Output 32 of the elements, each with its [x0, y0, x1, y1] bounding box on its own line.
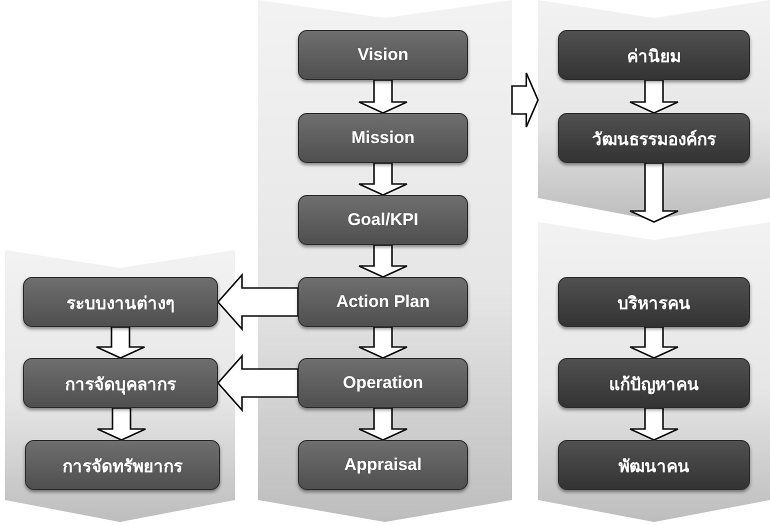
process-box: Goal/KPI: [298, 195, 468, 245]
process-box: Operation: [298, 358, 468, 408]
process-box: ค่านิยม: [558, 30, 750, 80]
process-box: ระบบงานต่างๆ: [23, 277, 218, 327]
process-box: วัฒนธรรมองค์กร: [558, 113, 750, 163]
block-arrow: [96, 407, 146, 441]
process-box: Action Plan: [298, 277, 468, 327]
process-box: Mission: [298, 113, 468, 163]
process-box: การจัดบุคลากร: [23, 358, 218, 408]
process-box: พัฒนาคน: [558, 440, 750, 490]
process-box: การจัดทรัพยากร: [25, 440, 220, 490]
block-arrow: [358, 162, 408, 196]
block-arrow: [511, 72, 539, 128]
chevron-band: [538, 0, 770, 220]
block-arrow: [629, 407, 679, 441]
block-arrow: [216, 354, 299, 412]
block-arrow: [216, 272, 299, 332]
block-arrow: [629, 162, 679, 223]
chevron-band: [538, 222, 770, 522]
block-arrow: [358, 244, 408, 278]
block-arrow: [96, 326, 146, 359]
block-arrow: [629, 326, 679, 359]
process-box: Vision: [298, 30, 468, 80]
process-box: แก้ปัญหาคน: [558, 358, 750, 408]
block-arrow: [629, 79, 679, 114]
process-box: Appraisal: [298, 440, 468, 490]
chevron-band: [258, 0, 512, 522]
chevron-band: [5, 250, 235, 522]
block-arrow: [358, 407, 408, 441]
block-arrow: [358, 326, 408, 359]
process-box: บริหารคน: [558, 277, 750, 327]
block-arrow: [358, 79, 408, 114]
